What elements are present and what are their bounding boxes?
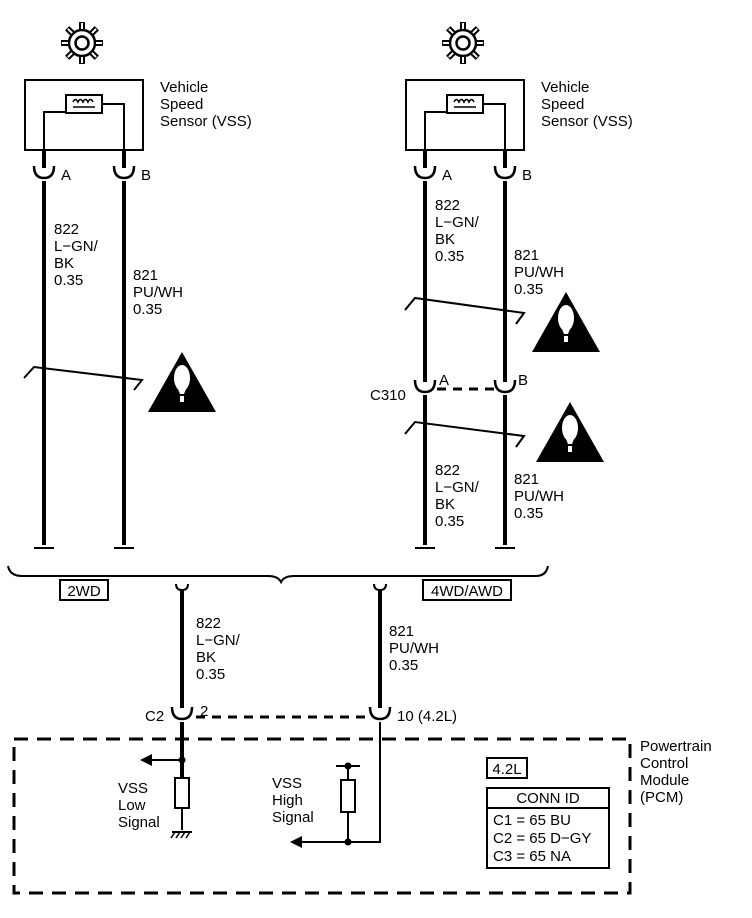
wire-label-pcm-low-3: BK <box>196 649 216 666</box>
twisted-pair-marker-left <box>23 365 144 391</box>
pin-label-right-b: B <box>522 167 532 184</box>
sensor-label-right-1: Vehicle <box>541 79 589 96</box>
wire-label-right-b-bottom-2: PU/WH <box>514 488 564 505</box>
wire-label-left-a-1: 822 <box>54 221 79 238</box>
pcm-high-internal-wire <box>299 722 381 843</box>
wire-label-right-a-top-2: L−GN/ <box>435 214 480 231</box>
pcm-high-arrow-icon <box>290 836 302 848</box>
warning-icon-right-bottom <box>536 402 604 462</box>
sensor-label-left-1: Vehicle <box>160 79 208 96</box>
wire-label-pcm-low-1: 822 <box>196 615 221 632</box>
option-brace <box>7 565 549 585</box>
engine-tag-label: 4.2L <box>492 761 521 778</box>
vss-sensor-left <box>24 79 144 151</box>
connector-c310-id: C310 <box>370 387 406 404</box>
warning-icon-right-top <box>532 292 600 352</box>
conn-id-row-c2: C2 = 65 D−GY <box>493 830 591 847</box>
wire-label-pcm-high-3: 0.35 <box>389 657 418 674</box>
conn-id-row-c1: C1 = 65 BU <box>493 812 571 829</box>
pin-label-right-a: A <box>442 167 452 184</box>
conn-id-table <box>486 787 610 869</box>
wire-start-pcm-low <box>175 583 189 591</box>
wire-label-right-a-top-3: BK <box>435 231 455 248</box>
option-box-4wd-awd <box>422 579 512 601</box>
pcm-low-arrow-icon <box>140 754 152 766</box>
wire-label-right-a-bottom-2: L−GN/ <box>435 479 480 496</box>
sensor-label-right-2: Speed <box>541 96 584 113</box>
wire-label-left-a-3: BK <box>54 255 74 272</box>
pcm-low-signal-label-2: Low <box>118 797 146 814</box>
connector-c2-pin-low: 2 <box>200 703 208 720</box>
connector-cup-c2-low <box>170 705 194 721</box>
wire-label-pcm-high-1: 821 <box>389 623 414 640</box>
pcm-high-signal-label-3: Signal <box>272 809 314 826</box>
connector-cup-c2-high <box>368 705 392 721</box>
wire-label-right-a-bottom-3: BK <box>435 496 455 513</box>
wire-label-left-b-2: PU/WH <box>133 284 183 301</box>
engine-tag-box <box>486 757 528 779</box>
wire-label-right-b-bottom-1: 821 <box>514 471 539 488</box>
option-box-2wd <box>59 579 109 601</box>
wire-label-right-a-top-4: 0.35 <box>435 248 464 265</box>
wire-label-left-a-4: 0.35 <box>54 272 83 289</box>
wire-label-left-b-3: 0.35 <box>133 301 162 318</box>
wire-label-right-a-bottom-1: 822 <box>435 462 460 479</box>
pcm-high-signal-label-1: VSS <box>272 775 302 792</box>
connector-c310-pin-b: B <box>518 372 528 389</box>
sensor-coil-icon-left <box>65 94 103 114</box>
conn-id-table-header: CONN ID <box>516 790 580 807</box>
pcm-high-junction-top <box>344 762 352 770</box>
wire-label-left-a-2: L−GN/ <box>54 238 99 255</box>
wire-label-left-b-1: 821 <box>133 267 158 284</box>
pcm-high-resistor <box>340 779 356 813</box>
pcm-module-boundary <box>12 737 632 895</box>
pcm-label-1: Powertrain <box>640 738 712 755</box>
wire-label-right-b-top-2: PU/WH <box>514 264 564 281</box>
wire-label-right-b-bottom-3: 0.35 <box>514 505 543 522</box>
pcm-label-3: Module <box>640 772 689 789</box>
wire-label-right-b-top-1: 821 <box>514 247 539 264</box>
pcm-high-junction-bottom <box>344 838 352 846</box>
wire-label-pcm-low-4: 0.35 <box>196 666 225 683</box>
option-label-4wd-awd: 4WD/AWD <box>431 583 503 600</box>
twisted-pair-marker-right-top <box>404 296 526 325</box>
sensor-label-right-3: Sensor (VSS) <box>541 113 633 130</box>
pcm-low-signal-label-1: VSS <box>118 780 148 797</box>
connector-c2-pin-high: 10 (4.2L) <box>397 708 457 725</box>
sensor-internal-wiring-right <box>424 103 506 150</box>
wire-start-pcm-high <box>373 583 387 591</box>
connector-c310-pin-a: A <box>439 372 449 389</box>
wire-label-right-b-top-3: 0.35 <box>514 281 543 298</box>
pcm-label-4: (PCM) <box>640 789 683 806</box>
vss-sensor-right <box>405 79 525 151</box>
twisted-pair-marker-right-bottom <box>404 420 526 448</box>
sensor-label-left-2: Speed <box>160 96 203 113</box>
pin-label-left-b: B <box>141 167 151 184</box>
wire-label-right-a-top-1: 822 <box>435 197 460 214</box>
ground-icon <box>170 831 192 839</box>
sensor-internal-wiring-left <box>43 103 125 150</box>
wire-label-right-a-bottom-4: 0.35 <box>435 513 464 530</box>
pcm-low-signal-label-3: Signal <box>118 814 160 831</box>
gear-icon-right <box>442 22 484 64</box>
pin-label-left-a: A <box>61 167 71 184</box>
pcm-high-signal-label-2: High <box>272 792 303 809</box>
pcm-label-2: Control <box>640 755 688 772</box>
option-label-2wd: 2WD <box>67 583 101 600</box>
sensor-label-left-3: Sensor (VSS) <box>160 113 252 130</box>
sensor-coil-icon-right <box>446 94 484 114</box>
connector-c2-id: C2 <box>145 708 164 725</box>
conn-id-row-c3: C3 = 65 NA <box>493 848 571 865</box>
pcm-low-resistor <box>174 777 190 809</box>
wire-label-pcm-low-2: L−GN/ <box>196 632 241 649</box>
gear-icon-left <box>61 22 103 64</box>
warning-icon-left <box>148 352 216 412</box>
wire-label-pcm-high-2: PU/WH <box>389 640 439 657</box>
